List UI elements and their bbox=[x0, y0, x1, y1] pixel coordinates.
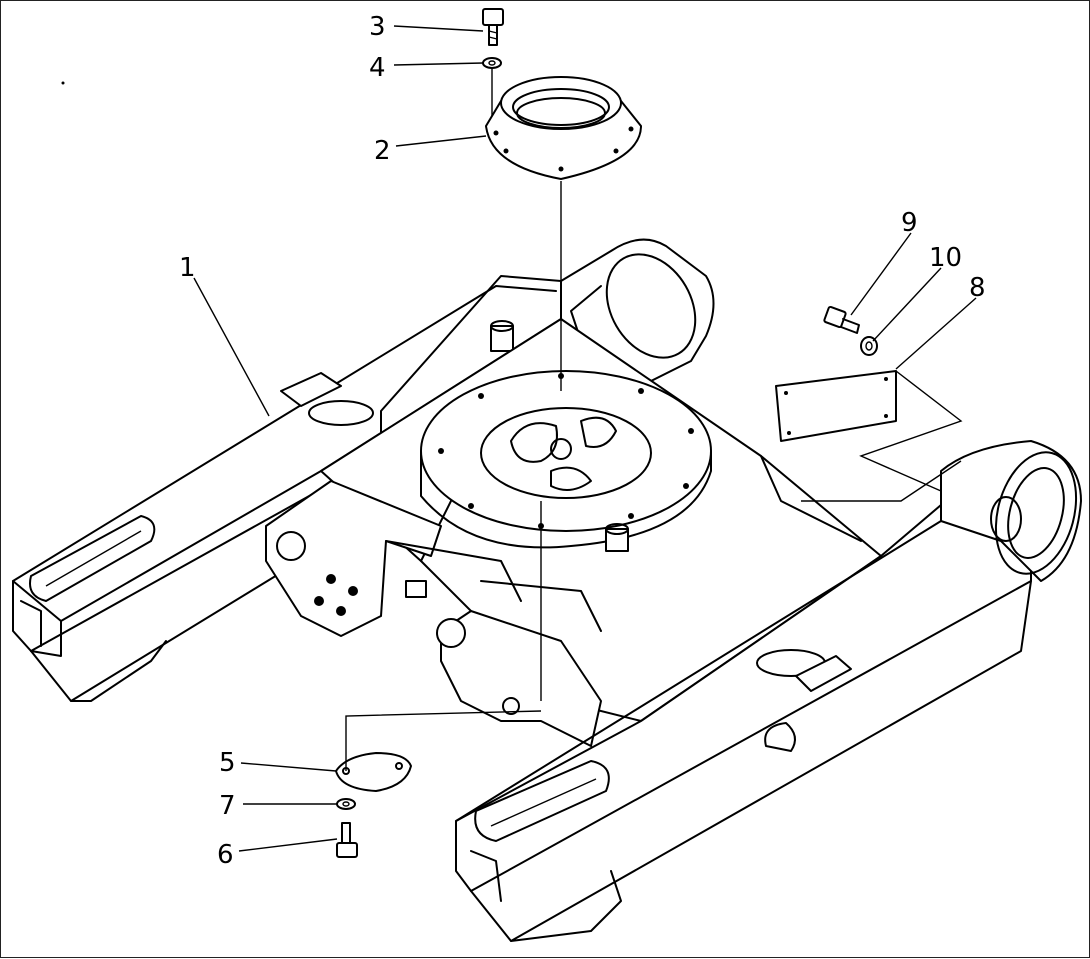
callout-9: 9 bbox=[901, 208, 918, 238]
leader-line bbox=[859, 370, 963, 492]
callout-7: 7 bbox=[219, 791, 236, 821]
bolt-6-drawing bbox=[336, 822, 358, 858]
callout-10: 10 bbox=[929, 243, 962, 273]
cover-plate-8-drawing bbox=[775, 370, 897, 442]
cover-plate-5-drawing bbox=[335, 752, 412, 792]
drawing-speck bbox=[61, 81, 65, 85]
callout-3: 3 bbox=[369, 12, 386, 42]
washer-4-drawing bbox=[482, 57, 502, 69]
swing-circle-mount-drawing bbox=[420, 370, 712, 552]
callout-6: 6 bbox=[217, 840, 234, 870]
washer-7-drawing bbox=[336, 798, 356, 810]
callout-2: 2 bbox=[374, 136, 391, 166]
callout-1: 1 bbox=[179, 253, 196, 283]
callout-leaders bbox=[193, 25, 977, 852]
bolt-9-drawing bbox=[823, 305, 860, 334]
washer-10-drawing bbox=[860, 336, 878, 356]
track-frame-drawing bbox=[12, 238, 1082, 942]
callout-8: 8 bbox=[969, 273, 986, 303]
seal-ring-drawing bbox=[485, 76, 642, 180]
callout-5: 5 bbox=[219, 748, 236, 778]
leader-line bbox=[345, 710, 542, 771]
bolt-3-drawing bbox=[482, 8, 504, 46]
callout-4: 4 bbox=[369, 53, 386, 83]
